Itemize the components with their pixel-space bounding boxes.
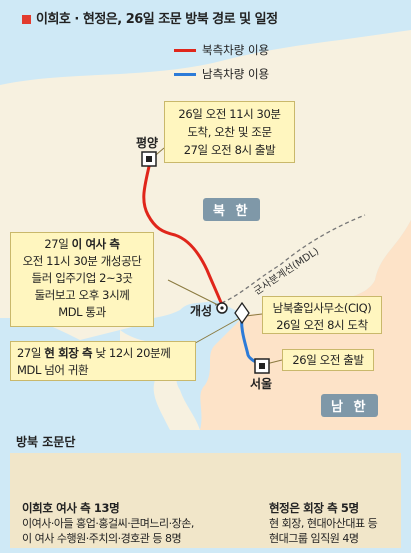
page-title: 이희호 · 현정은, 26일 조문 방북 경로 및 일정 — [22, 8, 278, 27]
delegation-panel — [10, 453, 401, 548]
lee-schedule-callout: 27일 이 여사 측 오전 11시 30분 개성공단 들러 입주기업 2~3곳 … — [10, 232, 154, 327]
lee-delegation-text: 이여사·아들 홍업·홍걸씨·큰며느리·장손, 이 여사 수행원·주치의·경호관 … — [22, 517, 194, 545]
south-korea-label: 남 한 — [321, 394, 379, 417]
delegation-title: 방북 조문단 — [16, 435, 76, 449]
hyun-delegation-text: 현 회장, 현대아산대표 등 현대그룹 임직원 4명 — [269, 517, 378, 545]
dmz-line — [214, 214, 366, 306]
kaesong-label: 개성 — [190, 304, 213, 318]
ciq-callout: 남북출입사무소(CIQ) 26일 오전 8시 도착 — [262, 296, 382, 334]
seoul-label: 서울 — [250, 377, 273, 391]
lee-delegation-head: 이희호 여사 측 13명 — [22, 501, 120, 515]
pyongyang-label: 평양 — [136, 136, 159, 150]
legend-north: 북측차량 이용 — [174, 42, 269, 58]
hyun-schedule-callout: 27일 현 회장 측 낮 12시 20분께 MDL 넘어 귀환 — [10, 341, 196, 381]
hyun-delegation-head: 현정은 회장 측 5명 — [269, 501, 359, 515]
legend-south: 남측차량 이용 — [174, 66, 269, 82]
blue-line-icon — [174, 73, 196, 76]
seoul-callout: 26일 오전 출발 — [282, 349, 374, 371]
red-line-icon — [174, 49, 196, 52]
pyongyang-callout: 26일 오전 11시 30분 도착, 오찬 및 조문 27일 오전 8시 출발 — [164, 101, 295, 163]
north-route-line — [142, 161, 224, 306]
title-square-icon — [22, 15, 31, 24]
ciq-marker — [234, 301, 250, 325]
north-korea-label: 북 한 — [203, 198, 261, 221]
